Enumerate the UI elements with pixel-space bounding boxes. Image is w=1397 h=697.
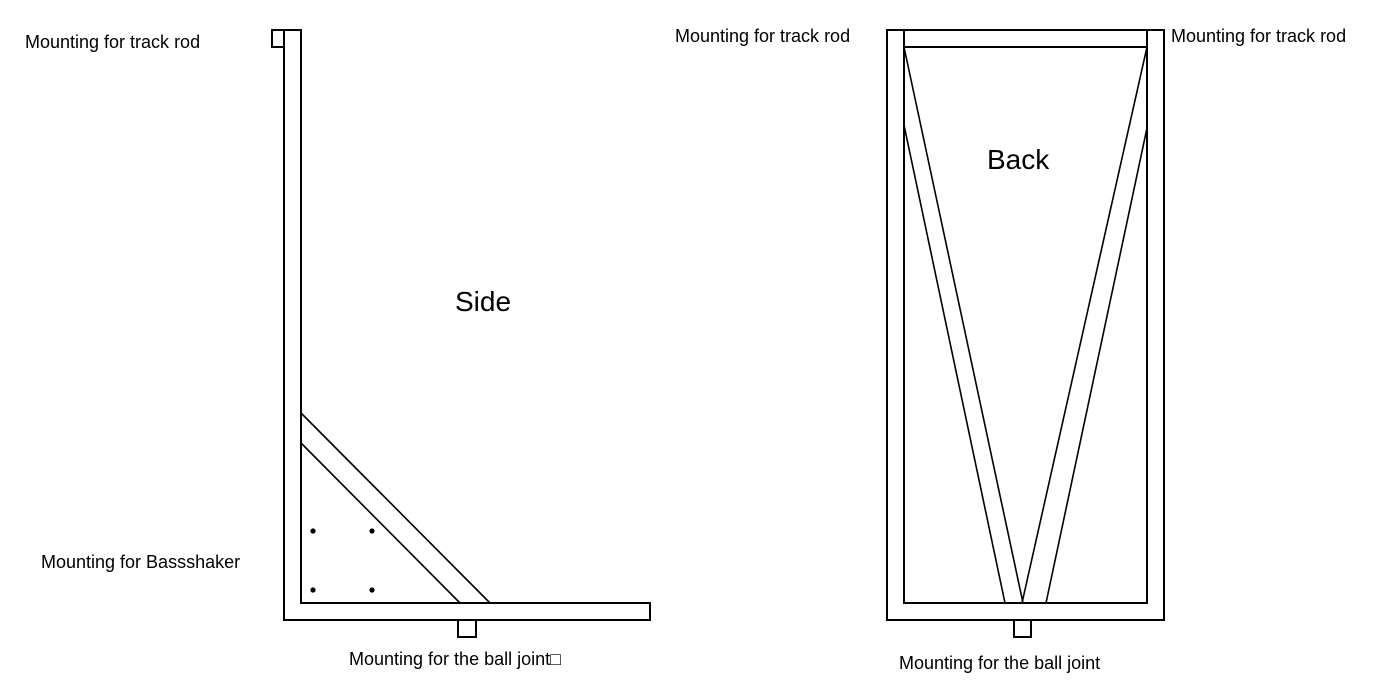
side-bassshaker-label: Mounting for Bassshaker <box>41 552 240 572</box>
back-view-title: Back <box>987 144 1050 175</box>
bassshaker-mount-point <box>310 528 316 534</box>
back-left-track-rod-label: Mounting for track rod <box>675 26 850 46</box>
back-left-brace-outer <box>903 46 1024 604</box>
back-frame-inner <box>903 46 1148 604</box>
side-gusset-lower-edge <box>300 442 461 604</box>
back-ball-joint-mount <box>1013 619 1032 638</box>
side-ball-joint-mount <box>457 619 477 638</box>
back-view: Mounting for track rod Mounting for trac… <box>675 26 1346 673</box>
back-ball-joint-label: Mounting for the ball joint <box>899 653 1100 673</box>
side-ball-joint-label: Mounting for the ball joint□ <box>349 649 561 669</box>
bassshaker-mount-point <box>310 587 316 593</box>
bassshaker-mount-point <box>369 587 375 593</box>
bassshaker-mount-point <box>369 528 375 534</box>
back-right-brace-inner <box>1045 127 1148 604</box>
side-frame-outline <box>283 29 651 621</box>
back-left-brace-inner <box>903 124 1006 604</box>
back-frame-outer <box>886 29 1165 621</box>
side-track-rod-label: Mounting for track rod <box>25 32 200 52</box>
side-view: Mounting for track rod Mounting for Bass… <box>25 29 651 669</box>
side-view-title: Side <box>455 286 511 317</box>
back-right-track-rod-label: Mounting for track rod <box>1171 26 1346 46</box>
side-gusset-upper-edge <box>300 412 491 604</box>
back-right-brace-outer <box>1021 46 1148 604</box>
side-track-rod-mount <box>271 29 285 48</box>
